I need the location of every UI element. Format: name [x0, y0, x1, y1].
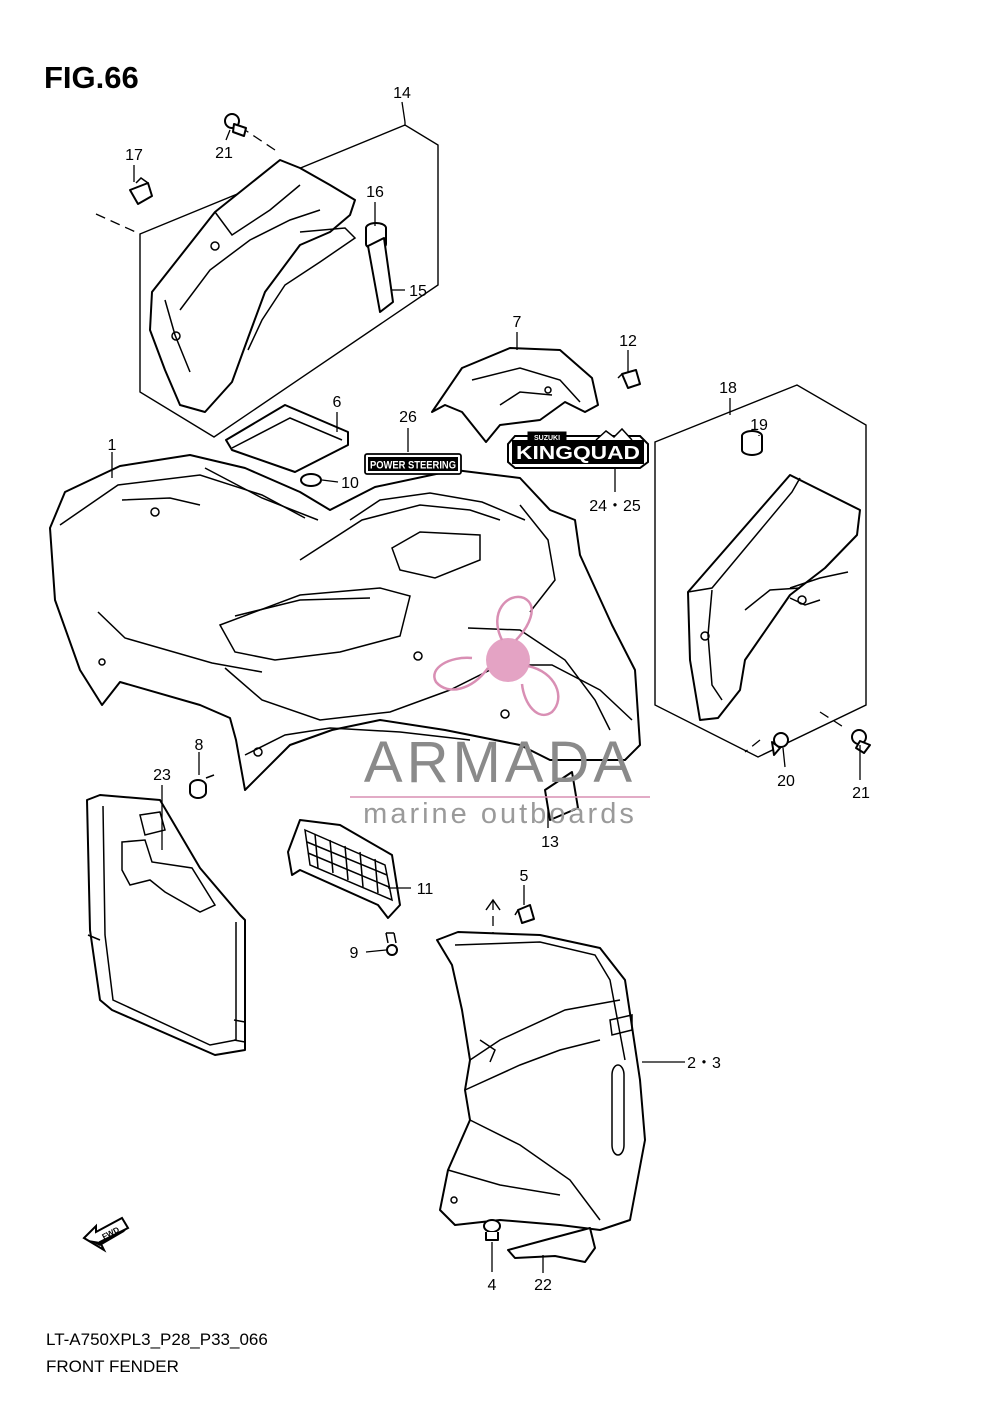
part-8-bolt [189, 774, 215, 799]
callouts: 14 17 21 16 15 7 12 18 6 26 19 1 10 24・2… [108, 85, 870, 1294]
part-15-pad [367, 237, 394, 313]
part-20-clip [771, 732, 789, 756]
part-23-guard [86, 794, 246, 1056]
part-19-grommet [741, 430, 763, 456]
part-4-bolt [483, 1219, 501, 1241]
power-steering-decal-text: POWER STEERING [370, 460, 456, 472]
callout-10: 10 [341, 475, 359, 492]
part-24-25-decal: SUZUKI KINGQUAD [507, 427, 649, 469]
part-5-clip [514, 904, 535, 924]
callout-14: 14 [393, 85, 411, 102]
figure-title: FIG.66 [44, 60, 139, 95]
callout-7: 7 [513, 314, 522, 331]
part-18-group [654, 384, 867, 758]
armada-logo-icon [433, 595, 560, 716]
callout-20: 20 [777, 773, 795, 790]
part-18-liner [687, 474, 861, 721]
callout-12: 12 [619, 333, 637, 350]
callout-21-right: 21 [852, 785, 870, 802]
callout-24-25: 24・25 [589, 498, 641, 515]
callout-2-3: 2・3 [687, 1055, 721, 1072]
callout-16: 16 [366, 184, 384, 201]
callout-19: 19 [750, 417, 768, 434]
part-18-outline-box [654, 384, 867, 758]
callout-13: 13 [541, 834, 559, 851]
callout-22: 22 [534, 1277, 552, 1294]
part-12-clip [617, 369, 641, 389]
callout-1: 1 [108, 437, 117, 454]
callout-9: 9 [350, 945, 359, 962]
part-14-group [95, 124, 439, 438]
part-22-pad [507, 1227, 596, 1263]
callout-21-top: 21 [215, 145, 233, 162]
kingquad-decal-text: KINGQUAD [516, 443, 640, 463]
part-11-grille [287, 819, 401, 919]
watermark-tagline: marine outboards [363, 798, 637, 830]
callout-23: 23 [153, 767, 171, 784]
part-10-grommet [300, 473, 322, 487]
leader-lines [111, 101, 861, 1273]
callout-4: 4 [488, 1277, 497, 1294]
section-name: FRONT FENDER [46, 1357, 179, 1376]
callout-11: 11 [417, 881, 434, 898]
part-2-3-mudguard [436, 898, 646, 1231]
callout-18: 18 [719, 380, 737, 397]
model-code: LT-A750XPL3_P28_P33_066 [46, 1330, 268, 1349]
part-14-liner [149, 159, 356, 413]
watermark: ARMADA marine outboards [350, 595, 650, 830]
fwd-arrow-icon: FWD [82, 1216, 130, 1253]
callout-5: 5 [520, 868, 529, 885]
callout-15: 15 [409, 283, 427, 300]
callout-17: 17 [125, 147, 143, 164]
callout-6: 6 [333, 394, 342, 411]
part-1-front-fender [49, 454, 641, 791]
part-26-decal: POWER STEERING [364, 453, 462, 475]
part-6-cover [225, 404, 349, 473]
callout-26: 26 [399, 409, 417, 426]
watermark-brand: ARMADA [364, 730, 636, 795]
part-21-clip-right [851, 729, 871, 754]
callout-8: 8 [195, 737, 204, 754]
part-17-clip [129, 177, 153, 205]
part-21-clip-top [224, 113, 247, 137]
part-9-screw [385, 932, 398, 956]
suzuki-decal-text: SUZUKI [534, 435, 560, 442]
part-7-panel [431, 347, 599, 443]
